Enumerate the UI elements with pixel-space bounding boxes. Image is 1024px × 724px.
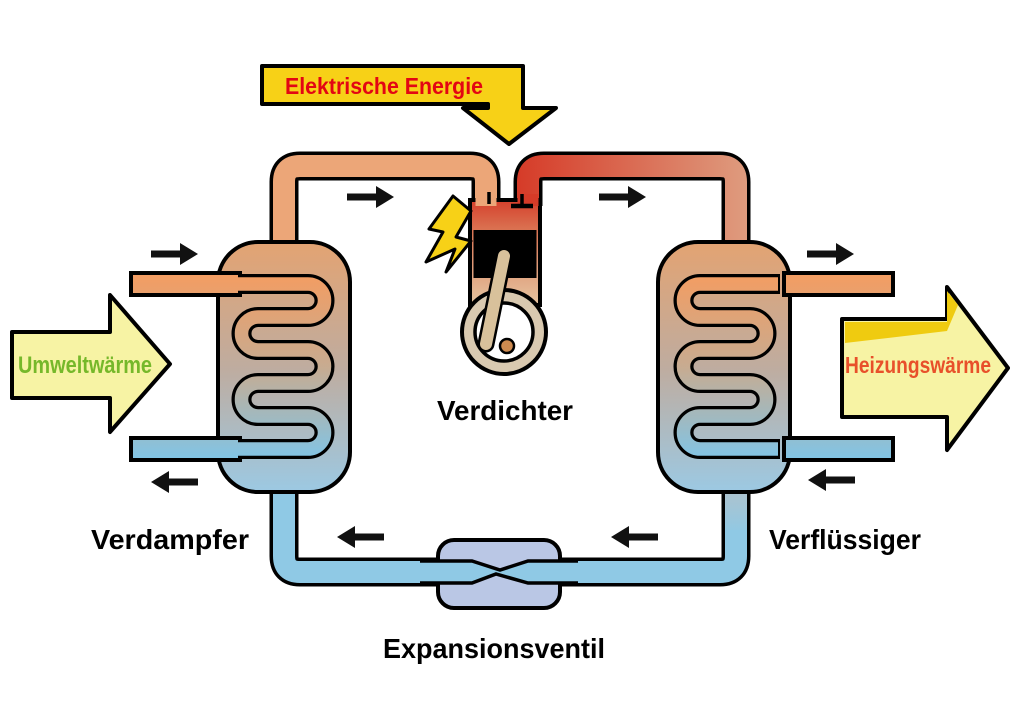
ambient-outlet-pipe — [129, 436, 242, 462]
expansion-valve-pinch-pipe — [420, 561, 578, 583]
condenser-label: Verflüssiger — [769, 524, 921, 555]
condenser-coil — [676, 277, 778, 456]
connecting-rod — [480, 250, 510, 350]
compressor-label: Verdichter — [437, 395, 573, 426]
flow-arrow-comp-to-cond-icon — [599, 186, 646, 208]
pipe-evaporator-to-compressor — [273, 155, 497, 246]
flow-arrows — [151, 186, 855, 548]
flow-arrow-bottom-right-icon — [808, 469, 855, 491]
heating-arrow-top-band — [845, 291, 958, 343]
expansion-valve-pinch-top-edge — [420, 559, 578, 572]
flow-arrow-top-left-icon — [151, 243, 198, 265]
electric-energy-label: Elektrische Energie — [285, 73, 483, 99]
crank-pin — [498, 337, 516, 355]
heating-heat-label: Heizungswärme — [845, 352, 991, 378]
flow-arrow-evap-to-comp-icon — [347, 186, 394, 208]
ambient-heat-arrow — [10, 293, 172, 434]
pipe-compressor-to-condenser-hot — [517, 155, 747, 246]
heating-return-pipe — [782, 436, 895, 462]
expansion-valve-pinch-bottom-edge — [420, 572, 578, 585]
expansion-valve-label: Expansionsventil — [383, 633, 605, 664]
electric-energy-arrow — [260, 64, 558, 146]
ambient-inlet-pipe — [129, 271, 242, 297]
evaporator-coil — [230, 277, 332, 456]
heating-outlet-pipe — [782, 271, 895, 297]
flow-arrow-bottom-left-icon — [151, 471, 198, 493]
compressor-inlet-opening — [475, 194, 497, 206]
flow-arrow-valve-right-icon — [611, 526, 658, 548]
compressor — [460, 192, 548, 376]
flow-arrow-valve-left-icon — [337, 526, 384, 548]
lightning-icon — [424, 194, 473, 274]
ambient-heat-label: Umweltwärme — [18, 352, 152, 379]
evaporator-label: Verdampfer — [91, 524, 249, 555]
flow-arrow-top-right-icon — [807, 243, 854, 265]
